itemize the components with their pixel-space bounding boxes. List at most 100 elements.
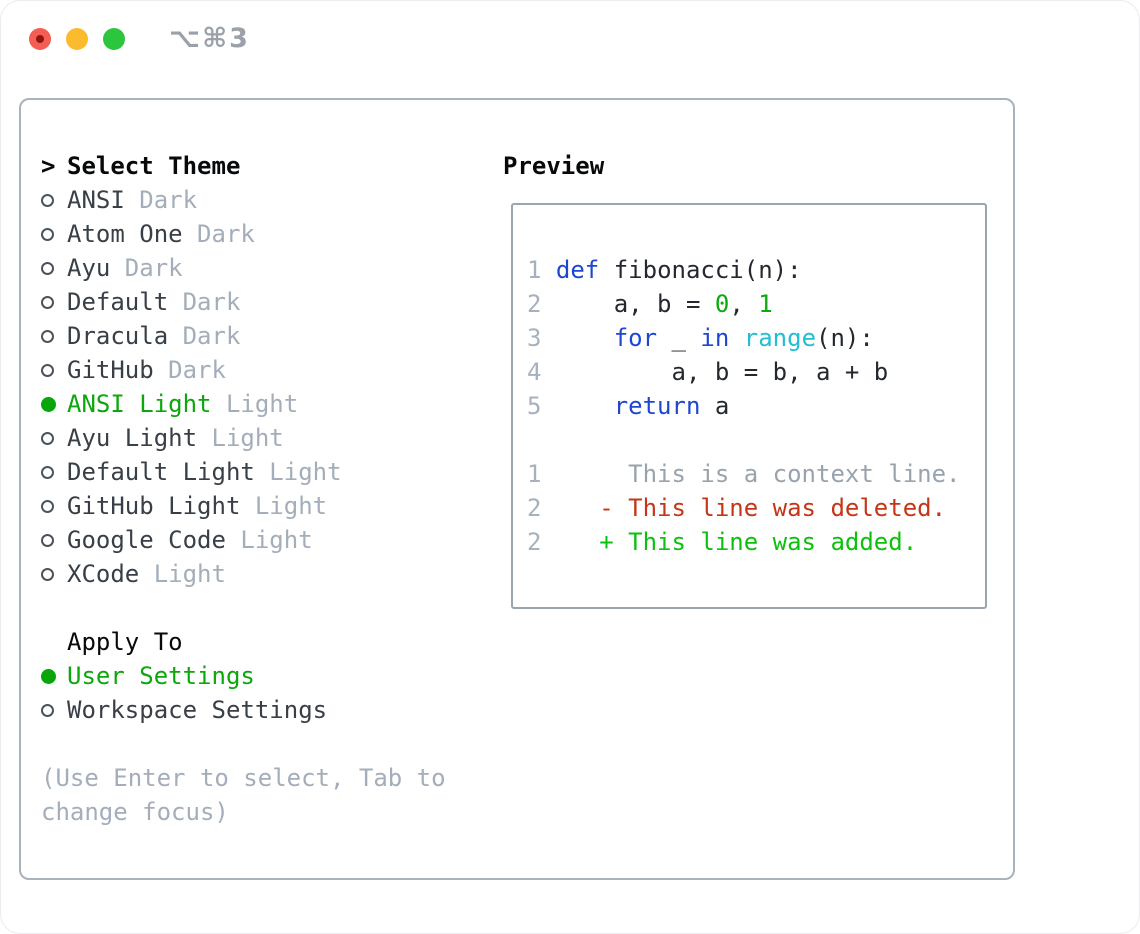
code-line: 4 a, b = b, a + b <box>527 358 889 386</box>
radio-cell <box>41 659 67 693</box>
close-button-icon[interactable] <box>29 28 51 50</box>
line-number: 2 <box>527 290 556 318</box>
theme-variant-label: Dark <box>124 186 198 214</box>
theme-list-item[interactable]: XCode Light <box>41 557 446 591</box>
radio-cell <box>41 489 67 523</box>
radio-selected-icon <box>41 668 56 684</box>
theme-list-item[interactable]: Dracula Dark <box>41 319 446 353</box>
radio-circle-icon <box>41 499 54 513</box>
select-theme-title: Select Theme <box>67 152 241 180</box>
radio-circle-icon <box>41 295 54 309</box>
apply-option-label: Workspace Settings <box>67 696 328 724</box>
theme-variant-label: Light <box>211 390 299 418</box>
theme-variant-label: Light <box>225 526 313 554</box>
titlebar: ⌥⌘3 <box>1 1 1139 77</box>
radio-circle-icon <box>41 567 54 581</box>
theme-list-item[interactable]: GitHub Light Light <box>41 489 446 523</box>
theme-variant-label: Dark <box>182 220 255 248</box>
theme-variant-label: Dark <box>153 356 226 384</box>
theme-name-label: Ayu <box>67 254 111 282</box>
apply-option-label: User Settings <box>67 662 255 690</box>
blank-line <box>527 423 985 457</box>
radio-circle-icon <box>41 329 54 343</box>
apply-option-item[interactable]: User Settings <box>41 659 446 693</box>
preview-code: 1 def fibonacci(n): 2 a, b = 0, 1 3 for _ … <box>527 253 985 559</box>
radio-cell <box>41 421 67 455</box>
radio-cell <box>41 251 67 285</box>
theme-name-label: XCode <box>67 560 140 588</box>
spacer-row <box>41 727 446 761</box>
apply-to-header: Apply To <box>41 625 446 659</box>
line-number: 2 <box>527 528 556 556</box>
preview-title: Preview <box>503 152 605 180</box>
theme-variant-label: Dark <box>168 322 241 350</box>
line-number: 4 <box>527 358 556 386</box>
radio-circle-icon <box>41 533 54 547</box>
radio-cell <box>41 557 67 591</box>
theme-name-label: ANSI Light <box>67 390 212 418</box>
theme-list-item[interactable]: Ayu Dark <box>41 251 446 285</box>
line-number: 2 <box>527 494 556 522</box>
cursor-icon: > <box>41 152 56 180</box>
preview-box: 1 def fibonacci(n): 2 a, b = 0, 1 3 for _ … <box>511 203 987 609</box>
code-line: 2 - This line was deleted. <box>527 494 947 522</box>
theme-name-label: Google Code <box>67 526 226 554</box>
radio-circle-icon <box>41 193 54 207</box>
radio-circle-icon <box>41 703 54 717</box>
minimize-button-icon[interactable] <box>66 28 88 50</box>
radio-circle-icon <box>41 431 54 445</box>
cursor-cell: > <box>41 149 67 183</box>
theme-variant-label: Light <box>240 492 328 520</box>
radio-circle-icon <box>41 261 54 275</box>
theme-name-label: Atom One <box>67 220 183 248</box>
select-theme-header: > Select Theme <box>41 149 446 183</box>
line-number: 3 <box>527 324 556 352</box>
code-line: 1 This is a context line. <box>527 460 961 488</box>
theme-name-label: Ayu Light <box>67 424 198 452</box>
theme-list-item[interactable]: ANSI Dark <box>41 183 446 217</box>
code-line: 2 + This line was added. <box>527 528 918 556</box>
radio-selected-icon <box>41 396 56 412</box>
theme-name-label: GitHub Light <box>67 492 241 520</box>
hint-line: change focus) <box>41 798 229 826</box>
theme-list: ANSI Dark Atom One Dark Ayu Dark Default… <box>41 183 446 591</box>
theme-picker-panel: > Select Theme ANSI Dark Atom One Dark A… <box>19 98 1015 880</box>
code-line: 2 a, b = 0, 1 <box>527 290 773 318</box>
theme-variant-label: Dark <box>168 288 241 316</box>
radio-cell <box>41 217 67 251</box>
apply-option-item[interactable]: Workspace Settings <box>41 693 446 727</box>
apply-to-list: User Settings Workspace Settings <box>41 659 446 727</box>
theme-name-label: Default <box>67 288 169 316</box>
code-line: 5 return a <box>527 392 730 420</box>
radio-circle-icon <box>41 465 54 479</box>
line-number: 1 <box>527 256 556 284</box>
theme-name-label: Dracula <box>67 322 169 350</box>
theme-variant-label: Light <box>254 458 342 486</box>
radio-cell <box>41 693 67 727</box>
theme-list-item[interactable]: Default Dark <box>41 285 446 319</box>
theme-variant-label: Light <box>197 424 284 452</box>
apply-to-title: Apply To <box>67 628 183 656</box>
theme-list-item[interactable]: ANSI Light Light <box>41 387 446 421</box>
radio-cell <box>41 353 67 387</box>
theme-list-item[interactable]: Atom One Dark <box>41 217 446 251</box>
radio-circle-icon <box>41 227 54 241</box>
theme-select-column: > Select Theme ANSI Dark Atom One Dark A… <box>41 149 446 829</box>
theme-list-item[interactable]: Google Code Light <box>41 523 446 557</box>
radio-cell <box>41 183 67 217</box>
line-number: 1 <box>527 460 556 488</box>
zoom-button-icon[interactable] <box>103 28 125 50</box>
radio-cell <box>41 523 67 557</box>
theme-name-label: GitHub <box>67 356 154 384</box>
code-line: 3 for _ in range(n): <box>527 324 874 352</box>
spacer-row <box>41 591 446 625</box>
radio-circle-icon <box>41 363 54 377</box>
theme-name-label: ANSI <box>67 186 125 214</box>
theme-list-item[interactable]: GitHub Dark <box>41 353 446 387</box>
theme-list-item[interactable]: Ayu Light Light <box>41 421 446 455</box>
theme-name-label: Default Light <box>67 458 255 486</box>
code-line: 1 def fibonacci(n): <box>527 256 802 284</box>
theme-list-item[interactable]: Default Light Light <box>41 455 446 489</box>
